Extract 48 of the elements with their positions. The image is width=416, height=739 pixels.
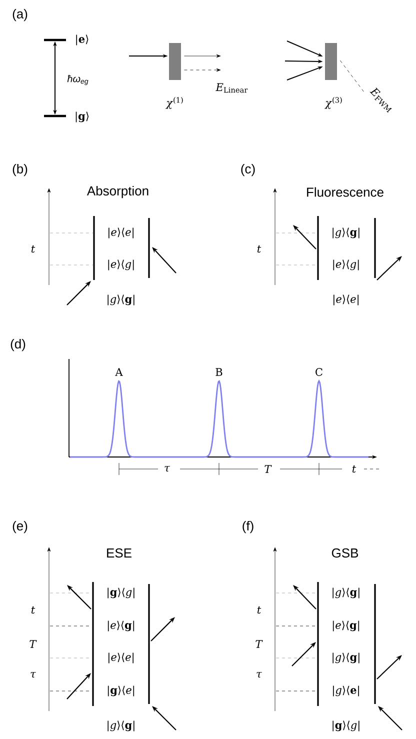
density-matrix-label: |g⟩⟨g| [332, 652, 360, 664]
panel-label: (b) [12, 164, 28, 176]
panel-title: ESE [107, 548, 132, 558]
edge-label: ħω$_{eg}$ [67, 74, 88, 86]
panel-label: (c) [241, 164, 255, 176]
panel-title: Absorption [86, 186, 148, 198]
state-label: |g⟩ [76, 112, 89, 122]
density-matrix-label: |g⟩⟨g| [332, 228, 360, 238]
density-matrix-label: |g⟩⟨e| [108, 686, 134, 696]
time-label: T [264, 465, 272, 473]
peak-label: A [115, 368, 123, 376]
density-matrix-label: |e⟩⟨g| [332, 620, 360, 632]
arrow [184, 68, 221, 72]
density-matrix-label: |g⟩⟨g| [332, 588, 360, 598]
density-matrix-label: |e⟩⟨e| [108, 652, 134, 664]
time-label: τ [164, 466, 170, 472]
panel-title: GSB [332, 548, 358, 558]
density-matrix-label: |e⟩⟨g| [108, 620, 134, 632]
density-matrix-label: |g⟩⟨g| [108, 720, 134, 732]
density-matrix-label: |g⟩⟨g| [332, 720, 360, 732]
density-matrix-label: |g⟩⟨g| [108, 294, 134, 306]
state-label: χ$^{(3)}$ [324, 97, 342, 109]
density-matrix-label: |e⟩⟨g| [333, 260, 359, 270]
panel-label: (e) [12, 520, 28, 534]
panel-title: Fluorescence [307, 187, 384, 197]
density-matrix-label: |e⟩⟨g| [108, 260, 134, 270]
time-label: t [352, 465, 356, 473]
time-label: t [257, 606, 262, 614]
density-matrix-label: |e⟩⟨e| [334, 294, 358, 306]
time-label: T [256, 640, 263, 648]
peak-label: C [316, 368, 322, 376]
density-matrix-label: |g⟩⟨e| [333, 686, 359, 696]
time-label: τ [256, 672, 262, 678]
panel-label: (d) [10, 338, 26, 352]
peak-label: B [216, 368, 222, 376]
time-label: t [31, 245, 36, 253]
density-matrix-label: |e⟩⟨e| [108, 228, 134, 238]
edge-label: E$_{Linear}$ [216, 83, 248, 93]
arrow [184, 54, 221, 58]
time-label: t [257, 245, 262, 253]
panel-label: (a) [12, 8, 28, 22]
state-label: |e⟩ [76, 34, 88, 46]
time-label: T [30, 640, 37, 648]
time-label: t [31, 606, 36, 614]
state-label: χ$^{(1)}$ [166, 97, 183, 109]
panel-label: (f) [242, 520, 254, 534]
density-matrix-label: |g⟩⟨g| [108, 588, 134, 598]
time-label: τ [30, 672, 36, 678]
